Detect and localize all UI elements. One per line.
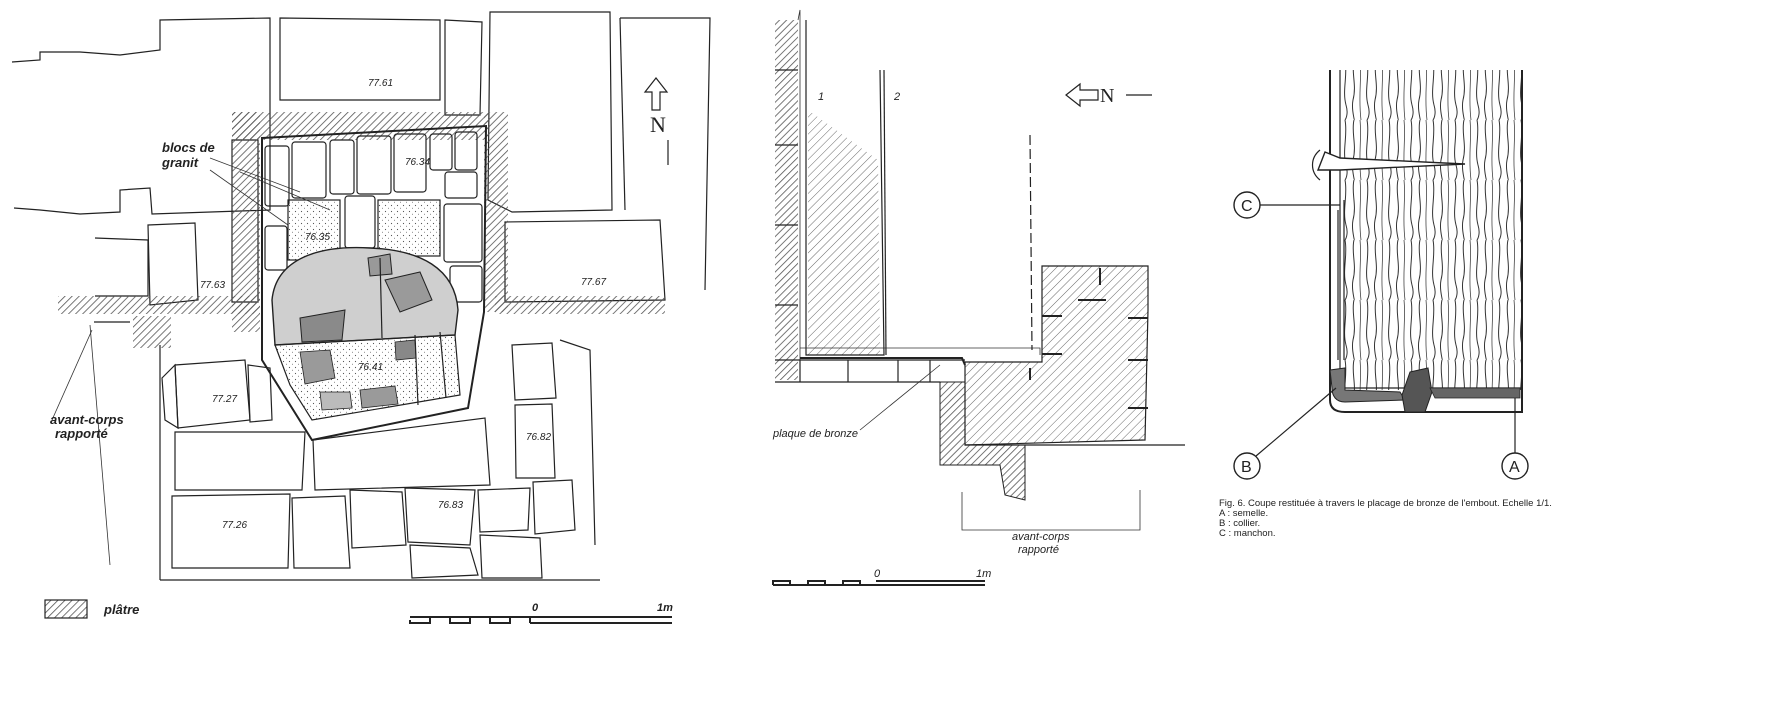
label-avant-corps: avant-corps: [50, 412, 124, 427]
north-arrow-icon: [643, 77, 669, 165]
section-scale-max: 1m: [976, 568, 991, 580]
section-north-arrow-icon: [1065, 82, 1152, 108]
caption-b: B : collier.: [1219, 518, 1260, 529]
plaster-patch: [133, 316, 171, 348]
elevation: 76.35: [305, 232, 330, 243]
section-drawing: plaque de bronze avant-corps rapporté 1 …: [772, 9, 1185, 586]
elevation: 77.26: [222, 520, 247, 531]
caption-c: C : manchon.: [1219, 528, 1276, 539]
label-rapporte: rapporté: [55, 426, 108, 441]
legend-label: plâtre: [103, 602, 139, 617]
elevation: 76.41: [358, 362, 383, 373]
elevation: 77.67: [581, 277, 606, 288]
section-scale-bar: [772, 580, 985, 586]
plaster-band-top: [232, 112, 488, 140]
plaster-band-east: [495, 296, 665, 314]
granite-blocks: [264, 131, 483, 303]
caption-a: A : semelle.: [1219, 508, 1268, 519]
label-col-2: 2: [893, 91, 900, 103]
elevation: 76.83: [438, 500, 463, 511]
marker-b-label: B: [1241, 459, 1252, 476]
section-north-label: N: [1100, 85, 1114, 107]
plaster-band-west: [58, 296, 260, 314]
label-plaque-de-bronze: plaque de bronze: [772, 428, 858, 440]
label-granit: granit: [161, 155, 199, 170]
elevation: 77.27: [212, 394, 237, 405]
plan-scale-zero: 0: [532, 602, 539, 614]
lower-stones: [89, 321, 600, 581]
label-section-avant-corps: avant-corps: [1012, 531, 1070, 543]
section-scale-zero: 0: [874, 568, 881, 580]
plaster-band-right: [484, 112, 508, 312]
plaster-band-left: [232, 112, 260, 332]
legend-swatch: [44, 599, 88, 619]
caption-title: Fig. 6. Coupe restituée à travers le pla…: [1219, 498, 1552, 509]
detail-drawing: C B A Fig. 6. Coupe restituée à travers …: [1219, 70, 1552, 539]
label-section-rapporte: rapporté: [1018, 544, 1059, 556]
elevation: 76.34: [405, 157, 430, 168]
label-blocs-de: blocs de: [162, 140, 215, 155]
marker-a-label: A: [1509, 459, 1520, 476]
marker-b: [1233, 452, 1261, 480]
elevation: 76.82: [526, 432, 551, 443]
elevation: 77.63: [200, 280, 225, 291]
plan-scale-bar: [409, 616, 672, 624]
plan-scale-max: 1m: [657, 602, 673, 614]
circular-deposit: [271, 246, 461, 421]
elevation: 77.61: [368, 78, 393, 89]
plan-drawing: blocs de granit avant-corps rapporté 77.…: [11, 11, 711, 624]
marker-c-label: C: [1241, 198, 1253, 215]
label-col-1: 1: [818, 91, 824, 103]
north-label: N: [650, 112, 666, 137]
